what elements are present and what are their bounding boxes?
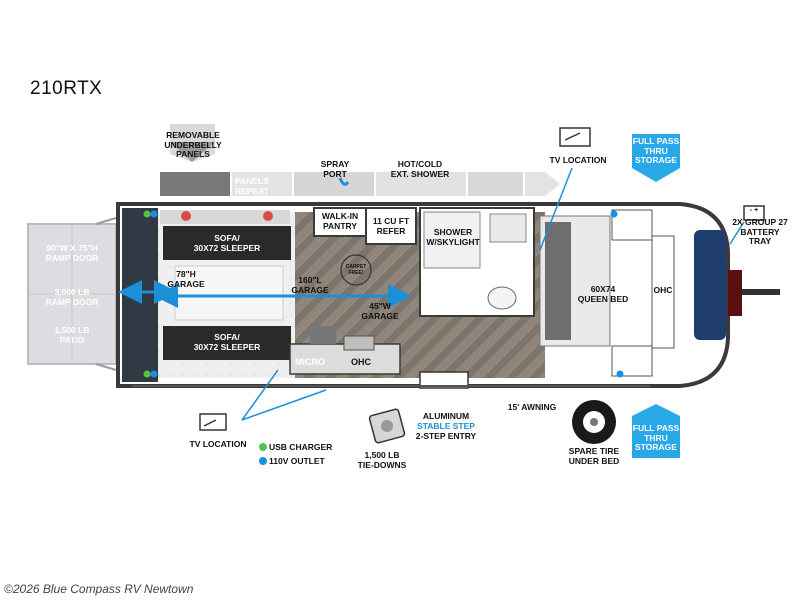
label-spare-tire: SPARE TIRE UNDER BED <box>568 446 620 466</box>
label-refer: 11 CU FT REFER <box>372 216 410 236</box>
wardrobe-top <box>611 209 653 241</box>
storage-arrow-bottom <box>632 404 680 458</box>
label-queen-bed: 60x74 QUEEN BED <box>577 284 629 304</box>
battery-symbol: - + <box>749 207 759 214</box>
stove <box>310 326 336 344</box>
bed-blanket <box>545 222 571 340</box>
label-underbelly: REMOVABLE UNDERBELLY PANELS <box>164 130 222 159</box>
tv-icon-top <box>559 127 591 147</box>
spray-port-hose <box>338 177 350 186</box>
entry-door <box>419 371 469 389</box>
tie-down-icon <box>368 408 406 444</box>
hitch-jack <box>728 270 742 316</box>
label-ohc-front: OHC <box>653 285 673 295</box>
label-tie-downs: 1,500 LB TIE-DOWNS <box>357 450 407 470</box>
label-110v: 110V OUTLET <box>269 456 325 466</box>
label-garage-160: 160"L GARAGE <box>291 275 329 295</box>
label-carpet-free: CARPET FREE! <box>345 264 367 276</box>
label-pantry: WALK-IN PANTRY <box>321 211 359 231</box>
label-micro: MICRO <box>295 357 325 367</box>
label-tv-top: TV LOCATION <box>549 155 607 165</box>
outlet-dot <box>259 457 267 465</box>
label-ramp-size: 90"W x 75"H RAMP DOOR <box>45 243 99 263</box>
label-garage-78: 78"H GARAGE <box>167 269 205 289</box>
label-usb: USB CHARGER <box>269 442 333 452</box>
usb-dot <box>259 443 267 451</box>
battery-icon <box>743 205 765 221</box>
refrigerator <box>365 207 417 245</box>
sofa-top <box>163 226 291 260</box>
kitchen-sink <box>343 335 375 351</box>
ramp-door <box>27 217 117 371</box>
label-sofa-top: SOFA/ 30x72 SLEEPER <box>193 233 261 253</box>
label-shower: SHOWER w/SKYLIGHT <box>426 227 480 247</box>
label-awning: 15' AWNING <box>507 402 557 412</box>
label-storage-bottom: FULL PASS THRU STORAGE <box>632 423 680 452</box>
toilet <box>487 286 517 310</box>
bath-sink <box>489 213 527 243</box>
underbelly-panels <box>160 172 560 196</box>
label-ramp-weight: 3,000 LB RAMP DOOR <box>45 287 99 307</box>
label-ext-shower: HOT/COLD EXT. SHOWER <box>390 159 450 179</box>
sofa-bottom <box>163 326 291 360</box>
label-sofa-bottom: SOFA/ 30x72 SLEEPER <box>193 332 261 352</box>
label-garage-45: 45"W GARAGE <box>361 301 399 321</box>
label-patio: 1,500 LB PATIO <box>54 325 90 345</box>
label-storage-top: FULL PASS THRU STORAGE <box>632 136 680 165</box>
top-shelf <box>160 210 290 224</box>
label-panels-repeat: PANELS REPEAT <box>235 176 269 196</box>
footer-copyright: ©2026 Blue Compass RV Newtown <box>4 582 194 596</box>
front-cap-logo <box>694 230 726 340</box>
label-tv-bottom: TV LOCATION <box>189 439 247 449</box>
label-stable-step: STABLE STEP <box>417 421 475 431</box>
shower <box>423 211 481 269</box>
label-ohc-kitchen: OHC <box>351 357 371 367</box>
storage-arrow-top <box>632 134 680 182</box>
label-battery: 2X GROUP 27 BATTERY TRAY <box>732 217 788 246</box>
label-aluminum: ALUMINUM <box>422 411 470 421</box>
label-spray-port: SPRAY PORT <box>320 159 350 179</box>
leader-lines <box>241 167 745 421</box>
label-entry: 2-STEP ENTRY <box>415 431 477 441</box>
front-ohc <box>651 235 675 349</box>
model-name: 210RTX <box>30 78 103 99</box>
